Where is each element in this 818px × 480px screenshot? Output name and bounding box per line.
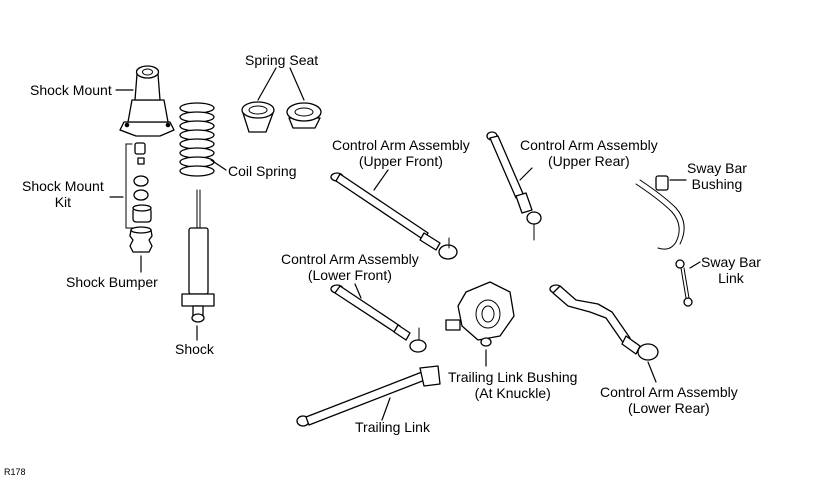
label-trailing-link: Trailing Link <box>355 419 430 435</box>
control-arm-upper-rear-part <box>486 131 542 241</box>
label-ca-lower-front-line2: (Lower Front) <box>307 267 392 283</box>
label-sway-bar-link: Sway Bar Link <box>701 254 761 286</box>
label-trailing-link-bushing: Trailing Link Bushing (At Knuckle) <box>448 369 577 401</box>
label-shock-mount-kit-line2: Kit <box>54 194 72 210</box>
leader-lines <box>109 67 701 421</box>
control-arm-upper-front-part <box>330 172 458 260</box>
control-arm-lower-front-part <box>330 284 427 353</box>
coil-spring-part <box>179 102 215 177</box>
label-spring-seat: Spring Seat <box>245 52 319 68</box>
spring-seat-parts <box>241 101 322 133</box>
sway-bar-bushing-part <box>635 175 685 250</box>
label-control-arm-upper-rear: Control Arm Assembly (Upper Rear) <box>520 137 658 169</box>
label-shock: Shock <box>175 341 214 357</box>
label-ca-upper-front-line1: Control Arm Assembly <box>332 137 470 153</box>
label-ca-lower-rear-line1: Control Arm Assembly <box>600 384 738 400</box>
label-control-arm-lower-front: Control Arm Assembly (Lower Front) <box>281 251 419 283</box>
label-sway-bar-bushing-line1: Sway Bar <box>687 160 747 176</box>
label-ca-lower-rear-line2: (Lower Rear) <box>628 400 710 416</box>
label-trailing-link-bushing-line2: (At Knuckle) <box>474 385 551 401</box>
sway-bar-link-part <box>675 259 693 307</box>
label-shock-mount-kit: Shock Mount Kit <box>22 178 104 210</box>
label-shock-bumper: Shock Bumper <box>66 274 158 290</box>
label-ca-upper-rear-line1: Control Arm Assembly <box>520 137 658 153</box>
shock-mount-kit-part <box>125 142 152 229</box>
label-sway-bar-bushing-line2: Bushing <box>691 176 743 192</box>
label-sway-bar-link-line2: Link <box>718 270 744 286</box>
shock-mount-part <box>119 65 175 137</box>
label-ca-upper-front-line2: (Upper Front) <box>358 153 443 169</box>
label-shock-mount-kit-line1: Shock Mount <box>22 178 104 194</box>
label-ca-lower-front-line1: Control Arm Assembly <box>281 251 419 267</box>
knuckle-part <box>445 281 515 347</box>
trailing-link-part <box>296 365 441 427</box>
label-ca-upper-rear-line2: (Upper Rear) <box>548 153 630 169</box>
label-sway-bar-bushing: Sway Bar Bushing <box>687 160 747 192</box>
shock-bumper-part <box>129 226 153 253</box>
label-trailing-link-bushing-line1: Trailing Link Bushing <box>448 369 578 385</box>
label-coil-spring: Coil Spring <box>228 163 297 179</box>
control-arm-lower-rear-part <box>549 284 659 361</box>
label-shock-mount: Shock Mount <box>30 82 112 98</box>
label-sway-bar-link-line1: Sway Bar <box>701 254 761 270</box>
figure-reference: R178 <box>4 467 26 477</box>
label-control-arm-lower-rear: Control Arm Assembly (Lower Rear) <box>600 384 738 416</box>
label-control-arm-upper-front: Control Arm Assembly (Upper Front) <box>332 137 470 169</box>
shock-part <box>181 189 215 323</box>
